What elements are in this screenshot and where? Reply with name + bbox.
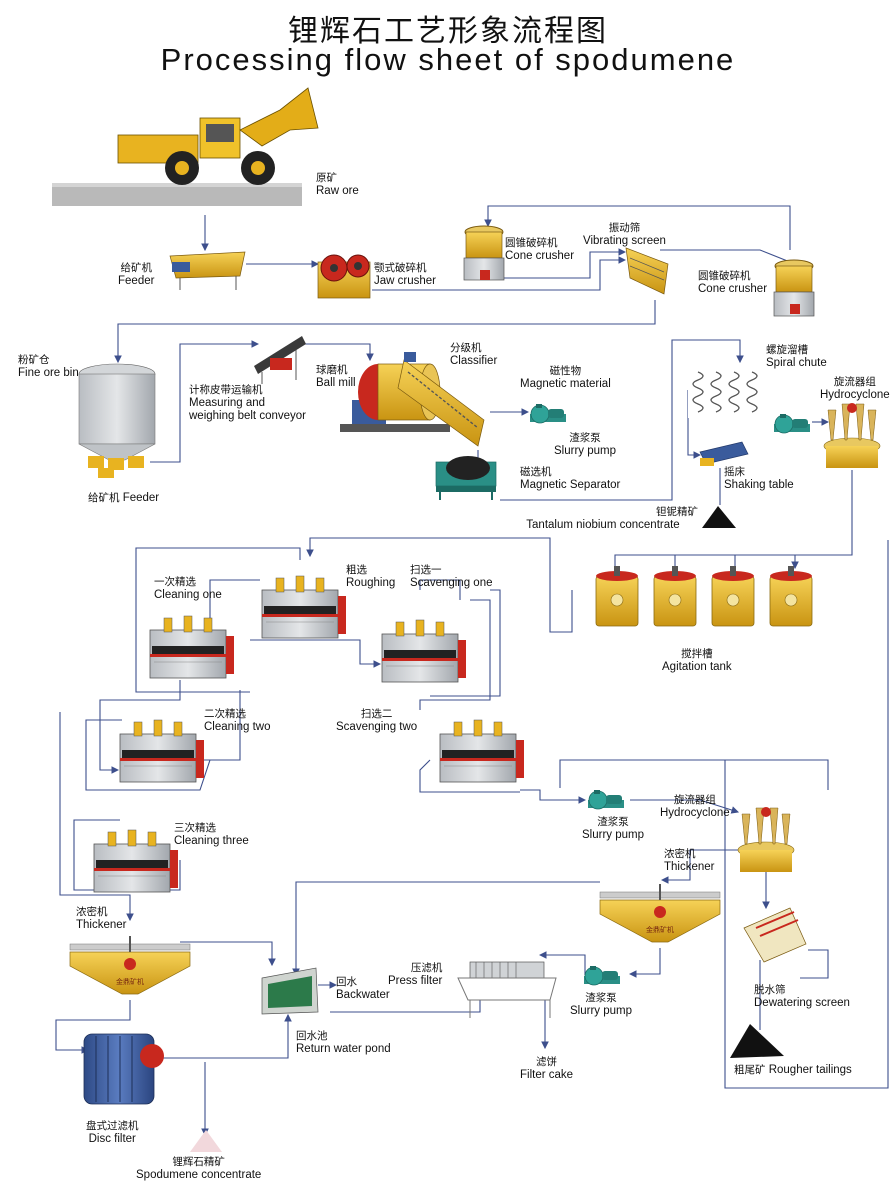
slurry-pump-3-image (583, 965, 621, 986)
jaw-crusher-image (317, 254, 371, 299)
cleaning-three-cell-image (93, 829, 179, 893)
agitation-tank-2-image (653, 565, 697, 627)
thickener-1-logo: 金鼎矿机 (116, 979, 144, 986)
dewatering-screen-image (743, 907, 807, 963)
disc-filter-image (83, 1033, 164, 1105)
cleaning-one-cell-image (149, 615, 235, 679)
roughing-cell-image (261, 575, 347, 639)
magnetic-separator-image (435, 456, 497, 500)
agitation-tank-3-image (711, 565, 755, 627)
label-feeder-2: 给矿机 Feeder (88, 492, 160, 504)
fine-ore-bin-image (78, 363, 156, 478)
agitation-tank-4-image (769, 565, 813, 627)
shaking-table-image (699, 441, 749, 466)
loader-truck-image (52, 87, 319, 206)
slurry-pump-1-image (529, 403, 567, 424)
agitation-tank-1-image (595, 565, 639, 627)
hydrocyclone-1-image (823, 402, 881, 469)
scavenging-two-cell-image (439, 719, 525, 783)
rougher-tailings-pile (730, 1024, 784, 1058)
label-rougher-tailings: 粗尾矿 Rougher tailings (734, 1064, 852, 1076)
title-english: Processing flow sheet of spodumene (160, 42, 736, 77)
cleaning-two-cell-image (119, 719, 205, 783)
tantalum-concentrate-pile (702, 506, 736, 528)
vibrating-screen-image (625, 247, 669, 295)
cone-crusher-1-image (463, 225, 505, 281)
spodumene-concentrate-pile (190, 1130, 222, 1152)
thickener-2-logo: 金鼎矿机 (646, 927, 674, 934)
feeder-image (169, 251, 246, 290)
press-filter-image (457, 961, 557, 1018)
belt-conveyor-image (254, 336, 306, 384)
classifier-image (397, 352, 485, 447)
return-water-pond-image (261, 967, 319, 1015)
spiral-chute-image (688, 366, 774, 418)
title-chinese: 锂辉石工艺形象流程图 (288, 14, 608, 49)
slurry-pump-spiral-image (773, 413, 811, 434)
scavenging-one-cell-image (381, 619, 467, 683)
cone-crusher-2-image (773, 259, 815, 317)
hydrocyclone-2-image (737, 806, 795, 873)
slurry-pump-2-image (587, 789, 625, 810)
